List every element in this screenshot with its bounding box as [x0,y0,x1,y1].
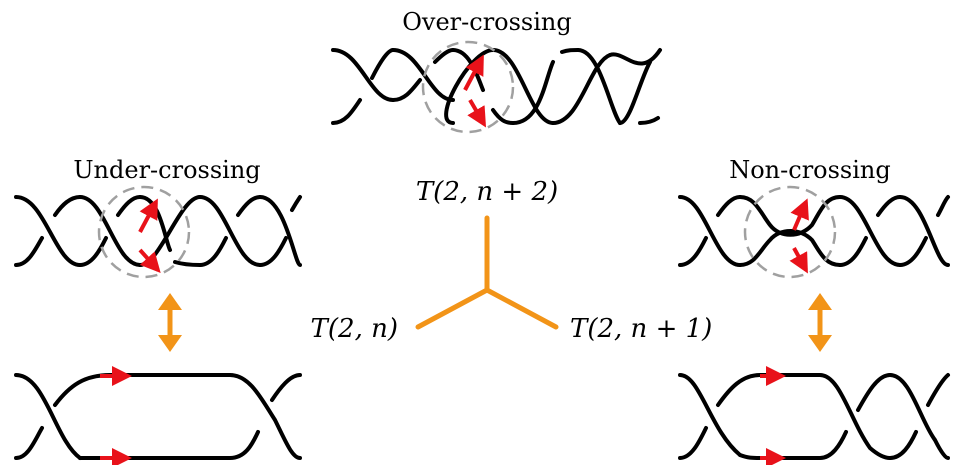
under-crossing-braid [14,195,302,267]
over-crossing-braid [331,48,662,125]
under-arrow-down [138,248,161,273]
over-arrow-down [467,98,487,128]
under-smoothed-braid [14,373,302,460]
over-arrow-up [463,54,484,91]
under-crossing-label: Under-crossing [73,156,260,184]
non-crossing-braid [678,195,950,267]
left-equivalence-arrow [158,293,182,352]
non-arrow-down [789,247,808,274]
over-crossing-label: Over-crossing [402,8,572,36]
under-crossing-circle [97,185,191,279]
over-crossing-circle [421,40,515,134]
right-equivalence-arrow [808,293,832,352]
y-junction [415,215,559,330]
under-arrow-up [138,198,158,233]
non-arrow-up [790,198,809,231]
node-top-label: T(2, n + 2) [416,177,558,207]
non-crossing-circle [743,185,837,279]
node-left-label: T(2, n) [311,314,398,344]
node-right-label: T(2, n + 1) [570,314,712,344]
non-smoothed-braid [678,373,950,460]
non-crossing-label: Non-crossing [729,156,891,184]
